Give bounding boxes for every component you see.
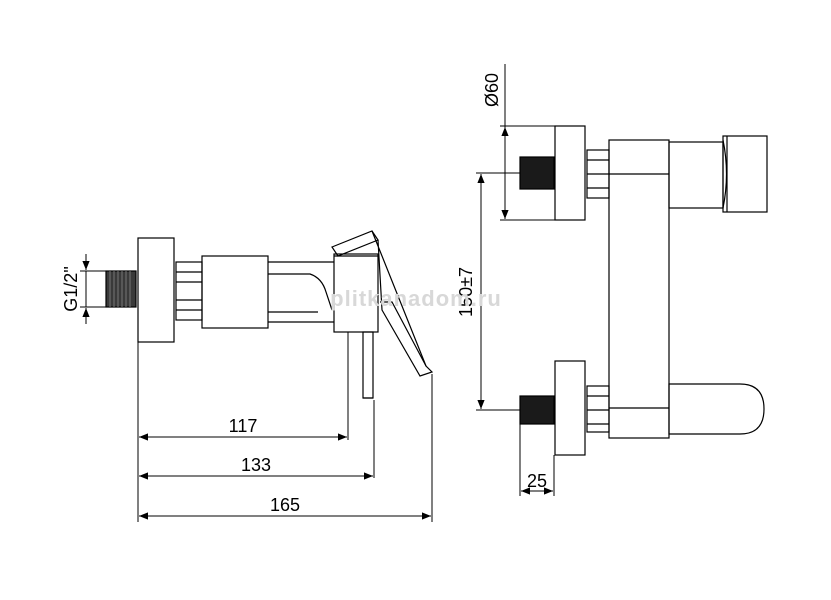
- side-dimension-lines: [82, 254, 431, 520]
- watermark-text: plitkanadom.ru: [330, 286, 502, 311]
- front-lever-handle: [668, 135, 768, 213]
- side-thread-inlet: [105, 270, 137, 308]
- side-lever-raised: [331, 230, 434, 377]
- spacing-label: 150±7: [456, 267, 476, 317]
- side-extension-lines: [80, 270, 433, 522]
- front-spout: [668, 383, 765, 435]
- front-mixer-body: [608, 139, 670, 439]
- side-lever-down: [362, 331, 374, 399]
- dim-117-label: 117: [229, 416, 258, 436]
- front-upper-inlet: [519, 125, 610, 221]
- side-connector-nut: [175, 261, 203, 321]
- diameter-label: Ø60: [482, 73, 502, 107]
- front-extension-lines: [476, 125, 555, 496]
- dim-133-label: 133: [241, 455, 271, 475]
- thread-size-label: G1/2": [61, 266, 81, 311]
- side-mixer-body: [201, 253, 379, 333]
- side-view: [80, 230, 434, 522]
- front-dimension-lines: [477, 64, 553, 495]
- front-lower-inlet: [519, 360, 610, 456]
- side-escutcheon: [137, 237, 175, 343]
- front-view: [476, 64, 768, 496]
- dim-25-label: 25: [527, 471, 547, 491]
- dim-165-label: 165: [270, 495, 300, 515]
